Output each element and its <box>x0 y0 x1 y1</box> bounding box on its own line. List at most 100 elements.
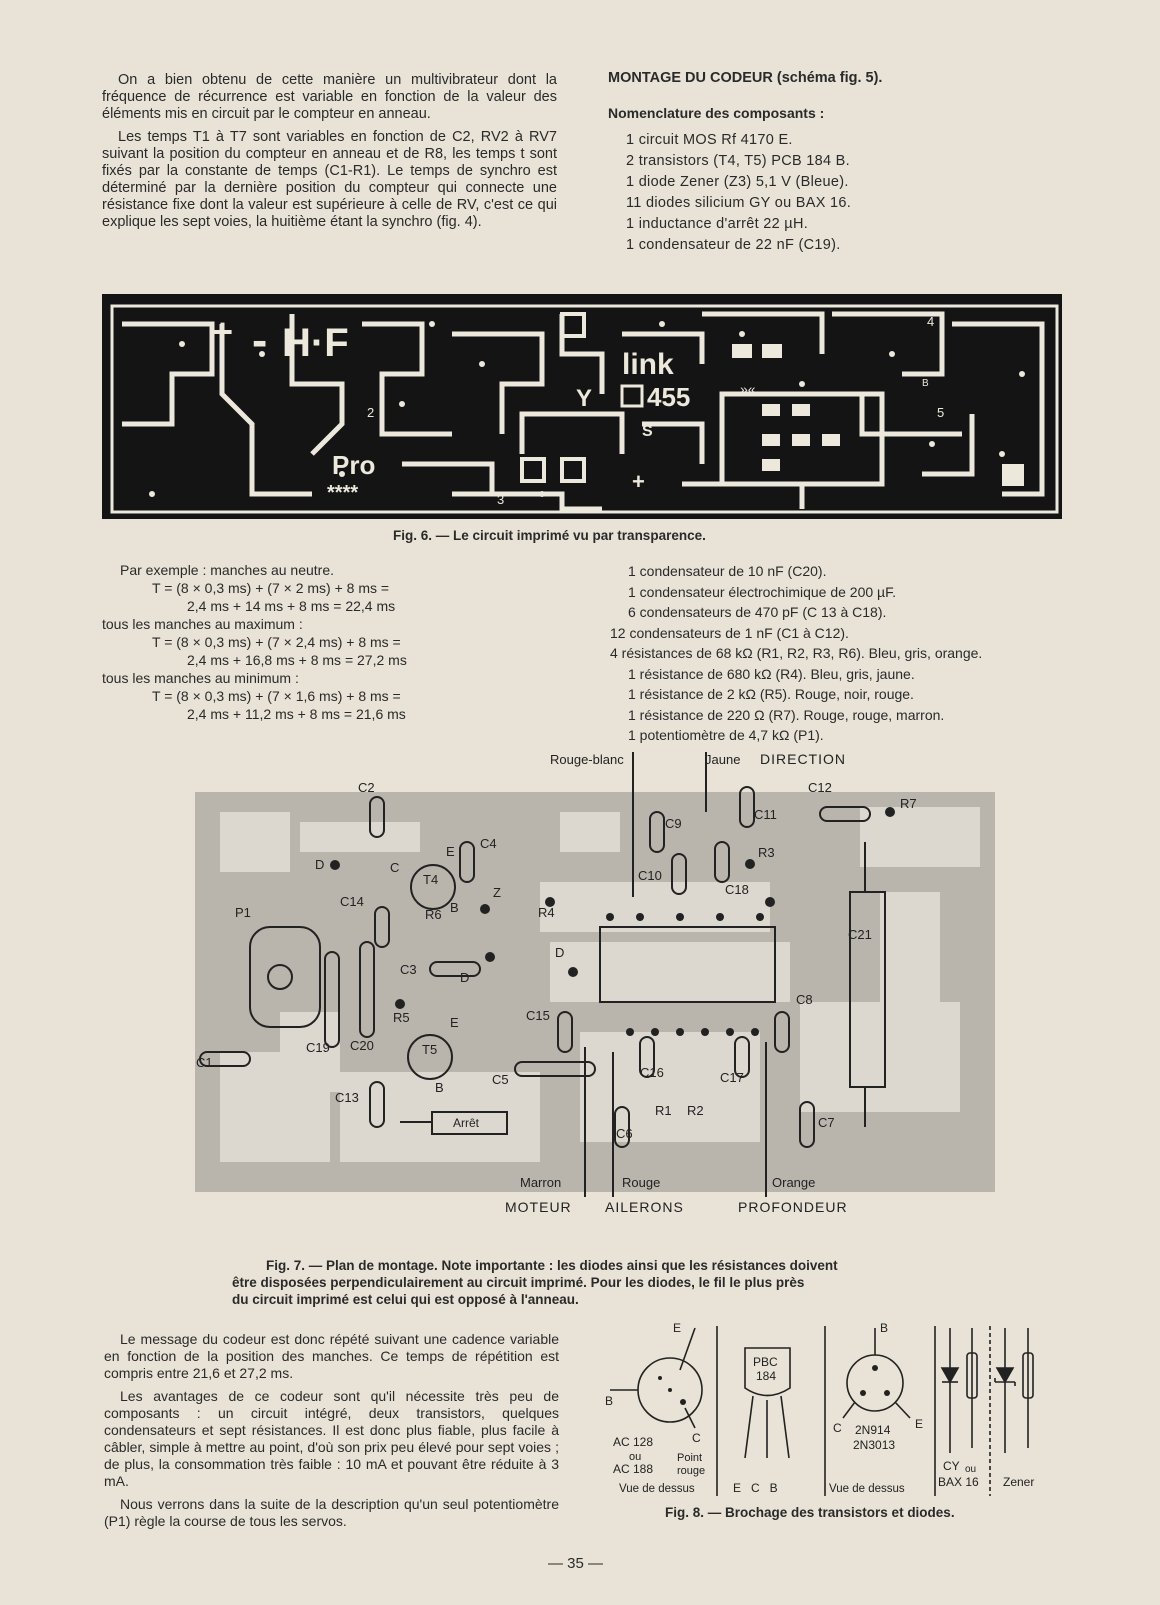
list-item: 1 condensateur de 22 nF (C19). <box>626 237 841 253</box>
label-c21: C21 <box>848 927 872 942</box>
label-c5: C5 <box>492 1072 509 1087</box>
label-r1: R1 <box>655 1103 672 1118</box>
fig7-assembly-plan: Rouge-blanc Jaune DIRECTION <box>160 751 1000 1232</box>
label-c10: C10 <box>638 868 662 883</box>
n2-view: Vue de dessus <box>829 1483 905 1495</box>
diode-cy: CY <box>943 1459 960 1473</box>
calc-block: Par exemple : manches au neutre. T = (8 … <box>102 561 542 723</box>
intro-text: On a bien obtenu de cette manière un mul… <box>102 72 557 237</box>
parts-list-top: 1 circuit MOS Rf 4170 E. 2 transistors (… <box>608 132 1058 254</box>
list-item: 2 transistors (T4, T5) PCB 184 B. <box>626 153 850 169</box>
label-z: Z <box>493 885 501 900</box>
list-item: 1 résistance de 220 Ω (R7). Rouge, rouge… <box>628 706 945 723</box>
pcb-455-label: 455 <box>647 382 690 412</box>
ac-view: Vue de dessus <box>619 1483 695 1495</box>
label-c: C <box>390 860 399 875</box>
intro-paragraph-1: On a bien obtenu de cette manière un mul… <box>102 72 557 122</box>
list-item: 1 inductance d'arrêt 22 µH. <box>626 216 809 232</box>
caption-line: du circuit imprimé est celui qui est opp… <box>232 1292 579 1307</box>
label-d: D <box>555 945 564 960</box>
label-moteur: MOTEUR <box>505 1199 572 1215</box>
label-e: E <box>446 844 455 859</box>
ac-name2: AC 188 <box>613 1462 653 1476</box>
fig8-caption: Fig. 8. — Brochage des transistors et di… <box>665 1505 955 1520</box>
pcb-4-label: 4 <box>927 314 934 329</box>
ac-rouge: rouge <box>677 1465 705 1477</box>
list-item: 1 potentiomètre de 4,7 kΩ (P1). <box>628 727 824 743</box>
conclusion-paragraph-2: Les avantages de ce codeur sont qu'il né… <box>104 1388 559 1489</box>
n2-c-label: C <box>833 1421 842 1435</box>
label-c2: C2 <box>358 780 375 795</box>
pcb-pro-label: Pro <box>332 450 375 480</box>
label-c15: C15 <box>526 1008 550 1023</box>
label-c4: C4 <box>480 836 497 851</box>
pcb-stars-label: **** <box>327 482 358 504</box>
label-d: D <box>460 970 469 985</box>
label-r3: R3 <box>758 845 775 860</box>
label-orange: Orange <box>772 1175 815 1190</box>
list-item: 1 diode Zener (Z3) 5,1 V (Bleue). <box>626 174 849 190</box>
pcb-link-label: link <box>622 348 674 381</box>
list-item: 6 condensateurs de 470 pF (C 13 à C18). <box>628 604 887 620</box>
fig7-caption: Fig. 7. — Plan de montage. Note importan… <box>232 1257 946 1308</box>
diode-ou: ou <box>965 1464 976 1475</box>
pbc-pins: E C B <box>733 1481 778 1495</box>
pcb-arrows-label: »« <box>740 381 756 397</box>
n2-name2: 2N3013 <box>853 1438 895 1452</box>
label-d: D <box>315 857 324 872</box>
calc-line: tous les manches au maximum : <box>102 616 303 632</box>
pcb-5-label: 5 <box>937 405 944 420</box>
label-r7: R7 <box>900 796 917 811</box>
label-c11: C11 <box>754 807 777 822</box>
pcb-y-label: Y <box>576 385 592 412</box>
conclusion-paragraph-1: Le message du codeur est donc répété sui… <box>104 1331 559 1381</box>
label-b: B <box>435 1080 444 1095</box>
calc-line: 2,4 ms + 14 ms + 8 ms = 22,4 ms <box>187 598 396 614</box>
pcb-3-label: 3 <box>497 492 504 507</box>
label-c16: C16 <box>640 1065 664 1080</box>
label-marron: Marron <box>520 1175 561 1190</box>
pcb-b-label: B <box>922 378 929 389</box>
list-item: 1 condensateur de 10 nF (C20). <box>628 563 827 579</box>
label-c14: C14 <box>340 894 364 909</box>
conclusion-text: Le message du codeur est donc répété sui… <box>104 1331 559 1536</box>
pcb-s-label: S <box>642 423 653 440</box>
pbc-name1: PBC <box>753 1355 778 1369</box>
label-ailerons: AILERONS <box>605 1199 684 1215</box>
pcb-hf-label: H·F <box>282 321 349 365</box>
label-c9: C9 <box>665 816 682 831</box>
label-t5: T5 <box>422 1042 437 1057</box>
label-rouge-blanc: Rouge-blanc <box>550 752 624 767</box>
diode-bax: BAX 16 <box>938 1475 979 1489</box>
ac-point: Point <box>677 1452 702 1464</box>
label-p1: P1 <box>235 905 251 920</box>
pcb-drawing: + - H·F link 455 Pro **** S »« 2 3 4 5 B… <box>102 294 1062 519</box>
label-e: E <box>450 1015 459 1030</box>
label-b: B <box>450 900 459 915</box>
diode-zener: Zener <box>1003 1475 1034 1489</box>
label-c1: C1 <box>196 1055 213 1070</box>
label-c12: C12 <box>808 780 832 795</box>
label-arret: Arrêt <box>453 1116 480 1130</box>
list-item: 1 circuit MOS Rf 4170 E. <box>626 132 793 148</box>
n2-name1: 2N914 <box>855 1423 891 1437</box>
n2-e-label: E <box>915 1417 923 1431</box>
fig6-pcb-image: + - H·F link 455 Pro **** S »« 2 3 4 5 B… <box>102 294 1062 519</box>
ac-name1: AC 128 <box>613 1435 653 1449</box>
list-item: 1 condensateur électrochimique de 200 µF… <box>628 583 897 600</box>
conclusion-paragraph-3: Nous verrons dans la suite de la descrip… <box>104 1496 559 1529</box>
label-c6: C6 <box>616 1126 633 1141</box>
label-direction: DIRECTION <box>760 752 846 767</box>
label-r6: R6 <box>425 907 442 922</box>
intro-paragraph-2: Les temps T1 à T7 sont variables en fonc… <box>102 129 557 230</box>
pcb-dash-label: - <box>252 314 267 366</box>
pbc-name2: 184 <box>756 1369 776 1383</box>
label-r2: R2 <box>687 1103 704 1118</box>
label-c17: C17 <box>720 1070 744 1085</box>
label-c18: C18 <box>725 882 749 897</box>
fig8-pinouts: E B C AC 128 ou AC 188 Point rouge Vue d… <box>605 1318 1075 1498</box>
calc-line: Par exemple : manches au neutre. <box>120 562 335 578</box>
ac-e-label: E <box>673 1321 681 1335</box>
caption-line: Fig. 7. — Plan de montage. Note importan… <box>266 1258 838 1273</box>
calc-line: 2,4 ms + 11,2 ms + 8 ms = 21,6 ms <box>187 706 406 722</box>
